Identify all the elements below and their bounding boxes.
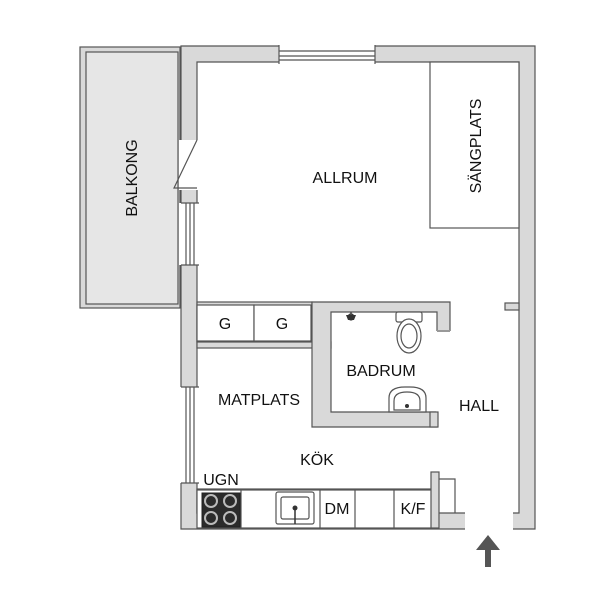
balcony-label: BALKONG — [124, 139, 141, 216]
sink-icon — [275, 491, 315, 525]
stove-icon — [201, 492, 241, 528]
bed-area — [429, 61, 520, 229]
kitchen-pillar — [430, 471, 440, 529]
living-label: ALLRUM — [313, 170, 378, 187]
balcony-door — [179, 140, 199, 190]
dining-label: MATPLATS — [218, 392, 300, 409]
fridge-freezer-label: K/F — [401, 501, 426, 518]
shower-icon — [346, 312, 356, 321]
top-window — [279, 45, 375, 64]
closet-2 — [253, 304, 312, 342]
entrance-opening — [465, 511, 513, 531]
oven-label: UGN — [203, 472, 239, 489]
bathroom-door-gap — [436, 331, 452, 413]
outer-wall — [180, 45, 536, 530]
kitchen-partition — [196, 341, 332, 349]
toilet-icon — [395, 311, 423, 354]
left-window-kitchen — [179, 387, 199, 483]
left-window-living — [179, 203, 199, 265]
dishwasher-label: DM — [325, 501, 350, 518]
bath-label: BADRUM — [346, 363, 415, 380]
kitchen-label: KÖK — [300, 451, 334, 469]
balcony: BALKONG — [79, 46, 181, 309]
closet-2-label: G — [276, 316, 288, 333]
washbasin-icon — [388, 386, 427, 413]
hall-label: HALL — [459, 398, 499, 415]
arrow-up-icon — [476, 535, 500, 567]
closet-1-label: G — [219, 316, 231, 333]
bed-area-label: SÄNGPLATS — [467, 99, 485, 194]
